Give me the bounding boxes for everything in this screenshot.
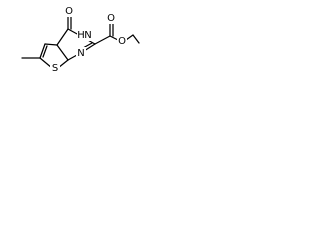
mask-nitrogen-bottom [76,47,86,59]
sulfur-label: S [52,63,58,74]
bond-ch2-ch3 [132,34,140,44]
bond-ester-c-oether [109,35,119,41]
bond-c4a-c4 [56,28,69,46]
bond-c6-c5-double [42,45,48,58]
bond-c5-c4a [44,43,58,46]
structure-canvas: O H N N S O O [0,0,140,81]
mask-oxygen-top [64,5,74,17]
chemical-structure-diagram: O H N N S O O [21,5,140,74]
mask-ester-oxygen-top [106,12,116,24]
amide-hydrogen-label: H [77,30,85,41]
ester-ether-oxygen-label: O [118,36,126,47]
atom-mask-layer [50,5,127,74]
ester-carbonyl-oxygen-label: O [107,13,115,24]
mask-ester-oxygen [117,35,127,47]
atom-label-layer: O H N N S O O [52,6,126,74]
mask-nitrogen-h [77,29,91,41]
mask-sulfur [50,62,60,74]
bond-oether-ch2 [125,34,134,41]
bond-c7a-c4a [56,44,69,61]
bond-n1-c7a [67,54,78,61]
ring-oxygen-label: O [65,6,73,17]
bond-c2-carbonyl-carbon [94,35,111,45]
ring-nitrogen-label: N [77,48,84,59]
bond-c6-c5 [39,43,46,59]
amide-nitrogen-label: N [84,30,91,41]
